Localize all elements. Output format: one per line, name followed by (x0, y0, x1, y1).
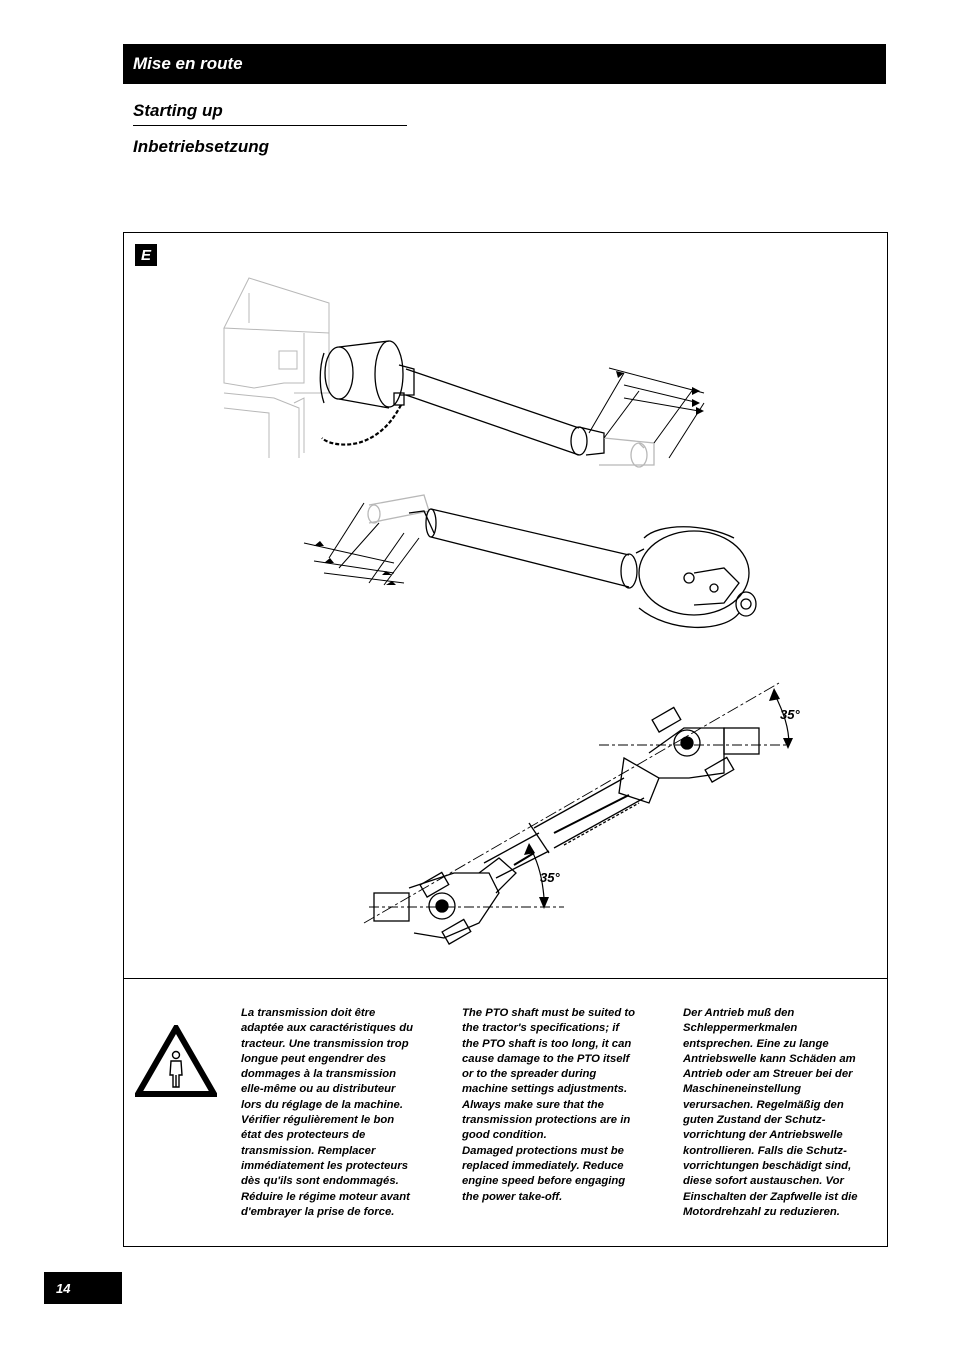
subtitle-german: Inbetriebsetzung (133, 137, 270, 156)
pto-shaft-angled (363, 682, 790, 945)
text-german: Der Antrieb muß den Schleppermerkmalen e… (683, 1007, 858, 1218)
text-english: The PTO shaft must be suited to the trac… (462, 1007, 636, 1203)
subtitle-english: Starting up (133, 101, 407, 126)
dimension-lines-top (588, 367, 705, 459)
pto-shaft-top (319, 340, 655, 468)
section-title: Mise en route (123, 44, 886, 84)
angle-label-top: 35° (780, 707, 800, 722)
warning-person-icon (135, 1025, 217, 1097)
frame-divider (123, 978, 888, 979)
tractor-outline (223, 277, 330, 458)
angle-label-bottom: 35° (540, 870, 560, 885)
page-number: 14 (44, 1272, 122, 1304)
pto-shaft-illustration (223, 277, 793, 945)
figure-frame (123, 232, 888, 1247)
figure-label: E (135, 244, 157, 266)
pto-shaft-middle (367, 494, 757, 629)
text-french: La transmission doit être adaptée aux ca… (241, 1007, 414, 1218)
